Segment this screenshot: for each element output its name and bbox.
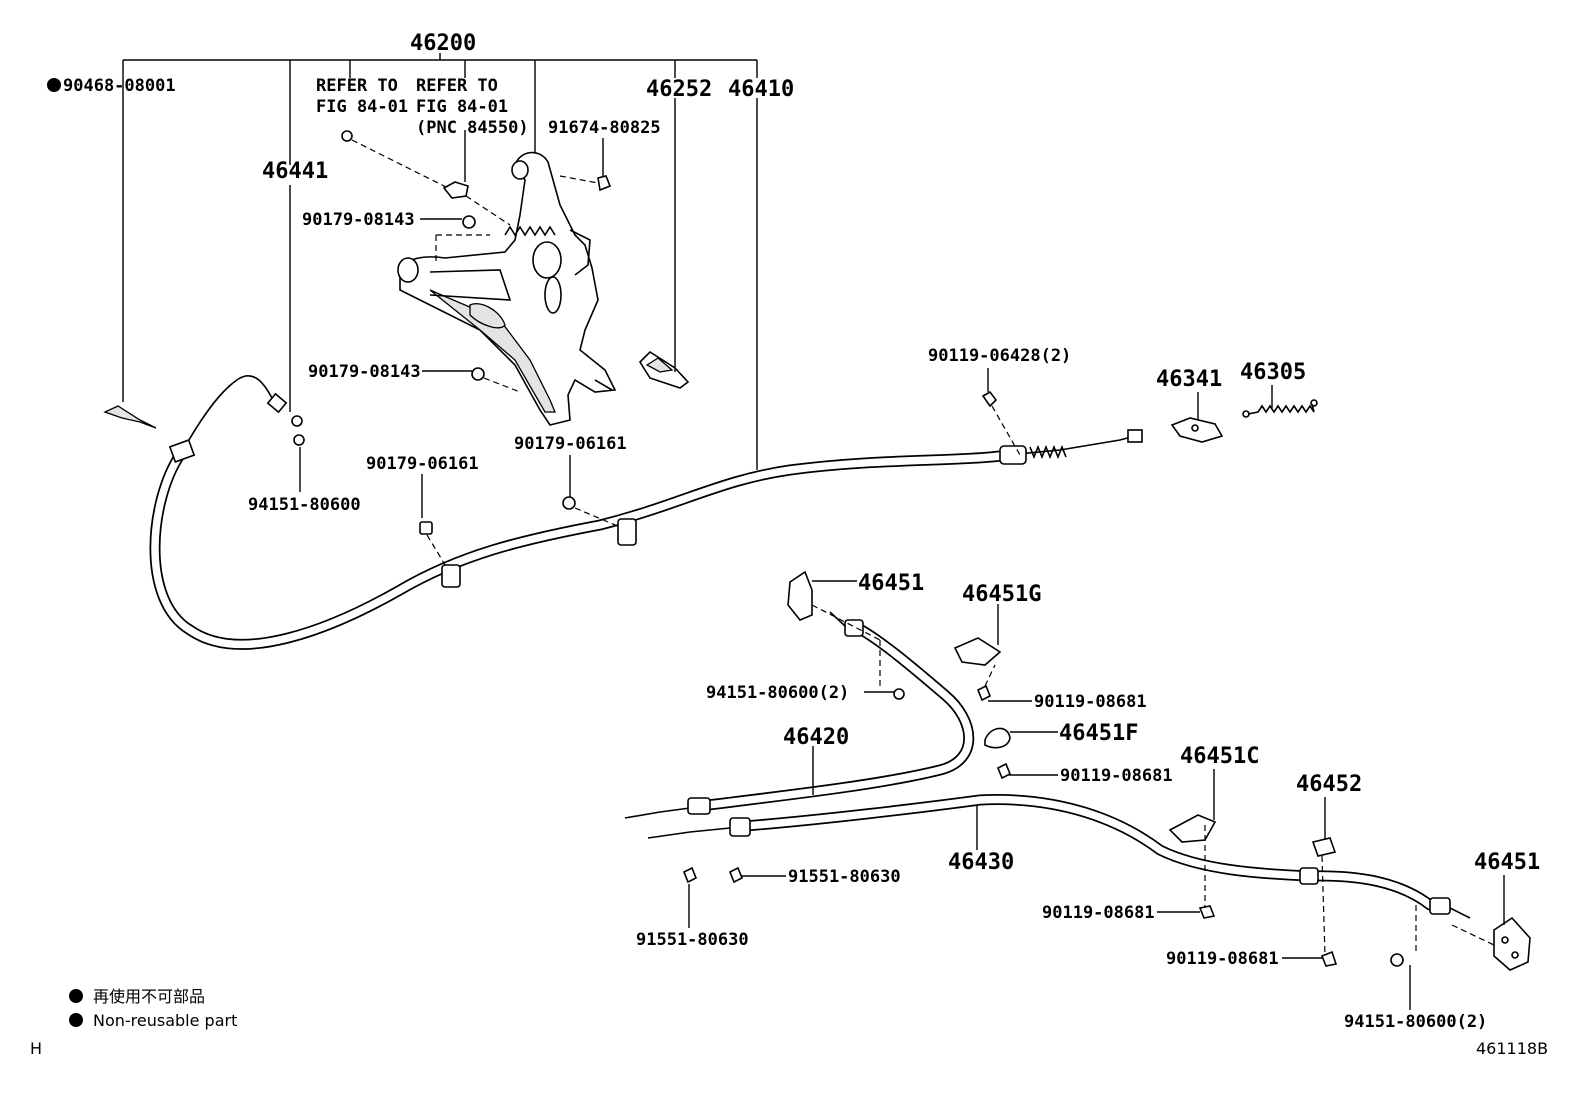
label-90179-06161-b: 90179-06161 — [366, 454, 479, 474]
legend-dot-en — [69, 1013, 83, 1027]
label-46430: 46430 — [948, 850, 1014, 875]
label-46452: 46452 — [1296, 772, 1362, 797]
label-46410: 46410 — [728, 77, 794, 102]
rear-brackets — [682, 570, 1531, 971]
non-reusable-marker — [47, 78, 61, 92]
label-46451G: 46451G — [962, 582, 1041, 607]
label-46305: 46305 — [1240, 360, 1306, 385]
label-90468-08001: 90468-08001 — [63, 76, 176, 96]
pedal-pad-46252[interactable] — [638, 350, 690, 389]
upper-hardware — [291, 130, 1021, 569]
label-refer1-line2: FIG 84-01 — [316, 97, 408, 117]
label-91674-80825: 91674-80825 — [548, 118, 661, 138]
leader-lines — [289, 98, 1505, 1010]
label-46451-b: 46451 — [1474, 850, 1540, 875]
label-90119-08681-b: 90119-08681 — [1060, 766, 1173, 786]
parking-brake-pedal-assembly[interactable] — [397, 151, 617, 426]
group-bracket-46200 — [122, 53, 758, 402]
label-refer2-line3: (PNC 84550) — [416, 118, 529, 138]
label-94151-80600-2-b: 94151-80600(2) — [1344, 1012, 1487, 1032]
cable-retainer-46341[interactable] — [1170, 417, 1224, 443]
label-90119-08681-c: 90119-08681 — [1042, 903, 1155, 923]
label-46200: 46200 — [410, 31, 476, 56]
legend-text-jp: 再使用不可部品 — [93, 987, 205, 1006]
legend-dot-jp — [69, 989, 83, 1003]
label-46451F: 46451F — [1059, 721, 1138, 746]
corner-mark: H — [30, 1039, 42, 1058]
label-refer1-line1: REFER TO — [316, 76, 398, 96]
clip-90468[interactable] — [103, 405, 157, 429]
label-46252: 46252 — [646, 77, 712, 102]
label-90119-08681-d: 90119-08681 — [1166, 949, 1279, 969]
return-spring-46305[interactable] — [1242, 399, 1318, 418]
label-90179-08143-b: 90179-08143 — [308, 362, 421, 382]
label-46451-a: 46451 — [858, 571, 924, 596]
label-46441: 46441 — [262, 159, 328, 184]
label-90179-06161-a: 90179-06161 — [514, 434, 627, 454]
label-91551-80630-b: 91551-80630 — [636, 930, 749, 950]
rear-cable-46420[interactable] — [624, 611, 975, 819]
rear-cable-46430[interactable] — [647, 794, 1471, 919]
figure-code: 461118B — [1476, 1039, 1548, 1058]
part-labels: 46200 90468-08001 REFER TO FIG 84-01 REF… — [47, 31, 1540, 1032]
label-91551-80630-a: 91551-80630 — [788, 867, 901, 887]
label-refer2-line2: FIG 84-01 — [416, 97, 508, 117]
label-94151-80600-2-a: 94151-80600(2) — [706, 683, 849, 703]
label-90179-08143-a: 90179-08143 — [302, 210, 415, 230]
upper-parking-brake-cable-46410[interactable] — [149, 375, 1143, 650]
label-refer2-line1: REFER TO — [416, 76, 498, 96]
label-94151-80600-a: 94151-80600 — [248, 495, 361, 515]
label-46420: 46420 — [783, 725, 849, 750]
label-90119-06428: 90119-06428(2) — [928, 346, 1071, 366]
label-90119-08681-a: 90119-08681 — [1034, 692, 1147, 712]
legend-text-en: Non-reusable part — [93, 1011, 237, 1030]
label-46451C: 46451C — [1180, 744, 1259, 769]
legend: 再使用不可部品 Non-reusable part — [69, 987, 237, 1030]
label-46341: 46341 — [1156, 367, 1222, 392]
